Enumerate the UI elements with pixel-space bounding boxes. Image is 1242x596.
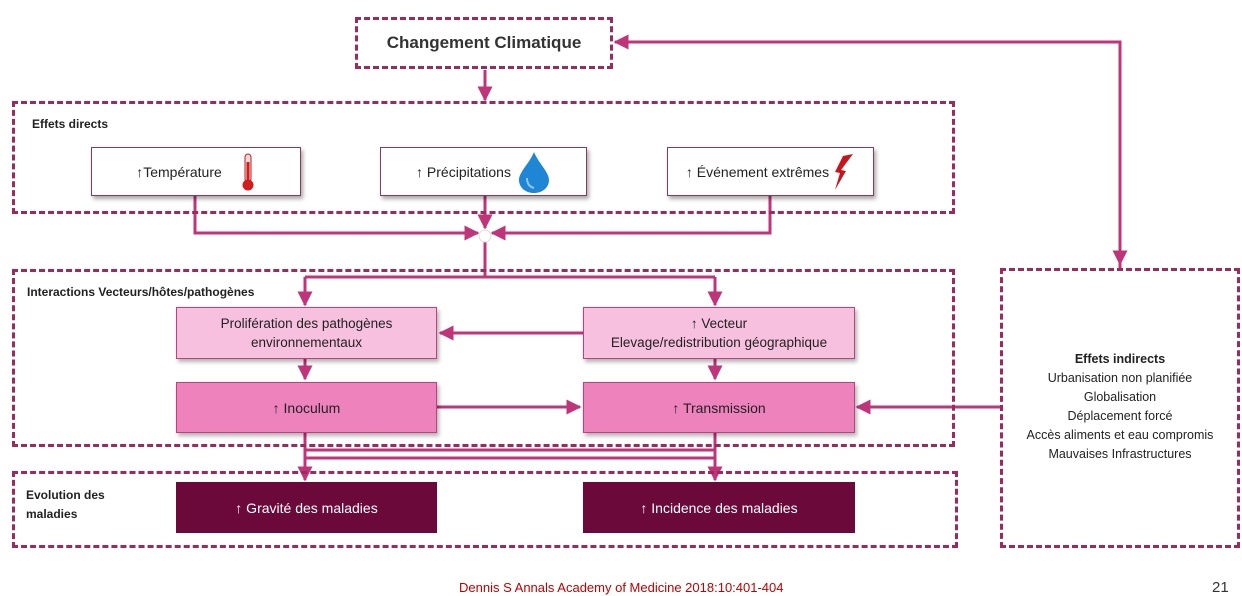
vector-box: ↑ Vecteur Elevage/redistribution géograp… — [583, 307, 855, 359]
interactions-frame — [12, 269, 955, 447]
direct-effects-label: Effets directs — [32, 117, 109, 131]
indirect-item: Mauvaises Infrastructures — [1048, 447, 1192, 461]
incidence-label: ↑ Incidence des maladies — [640, 499, 798, 516]
vector-line-2: Elevage/redistribution géographique — [610, 335, 828, 350]
inoculum-box: ↑ Inoculum — [176, 382, 437, 433]
interactions-label: Interactions Vecteurs/hôtes/pathogènes — [27, 285, 255, 299]
direct-effects-frame — [12, 101, 955, 214]
precipitation-label: ↑ Précipitations — [416, 163, 511, 180]
temperature-label: ↑Température — [136, 163, 222, 180]
thermometer-icon — [242, 153, 254, 190]
indirect-item: Urbanisation non planifiée — [1047, 371, 1193, 385]
incidence-box: ↑ Incidence des maladies — [583, 482, 855, 533]
title-box: Changement Climatique — [355, 17, 613, 69]
vector-line-1: ↑ Vecteur — [690, 316, 748, 331]
water-drop-icon — [518, 151, 549, 193]
precipitation-box: ↑ Précipitations — [380, 147, 587, 196]
extreme-events-label: ↑ Événement extrêmes — [685, 163, 830, 180]
evolution-frame — [12, 471, 958, 548]
page-title: Changement Climatique — [386, 33, 582, 52]
evolution-label-line-1: Evolution des — [26, 488, 105, 502]
indirect-item: Globalisation — [1083, 390, 1157, 404]
proliferation-line-1: Prolifération des pathogènes — [220, 316, 393, 331]
indirect-item: Accès aliments et eau compromis — [1026, 428, 1214, 442]
severity-box: ↑ Gravité des maladies — [176, 482, 437, 533]
proliferation-box: Prolifération des pathogènes environneme… — [176, 307, 437, 359]
temperature-box: ↑Température — [91, 147, 301, 196]
proliferation-line-2: environnementaux — [250, 335, 363, 350]
indirect-item: Déplacement forcé — [1067, 409, 1173, 423]
evolution-label: Evolution des maladies — [26, 486, 105, 524]
inoculum-label: ↑ Inoculum — [272, 399, 341, 416]
evolution-label-line-2: maladies — [26, 507, 78, 521]
citation: Dennis S Annals Academy of Medicine 2018… — [459, 580, 784, 595]
extreme-events-box: ↑ Événement extrêmes — [667, 147, 874, 196]
transmission-label: ↑ Transmission — [672, 399, 766, 416]
severity-label: ↑ Gravité des maladies — [235, 499, 378, 516]
indirect-effects-frame: Effets indirects Urbanisation non planif… — [1000, 268, 1240, 548]
page-number: 21 — [1212, 579, 1229, 596]
transmission-box: ↑ Transmission — [583, 382, 855, 433]
lightning-icon — [835, 153, 854, 190]
indirect-effects-title: Effets indirects — [1074, 352, 1166, 366]
